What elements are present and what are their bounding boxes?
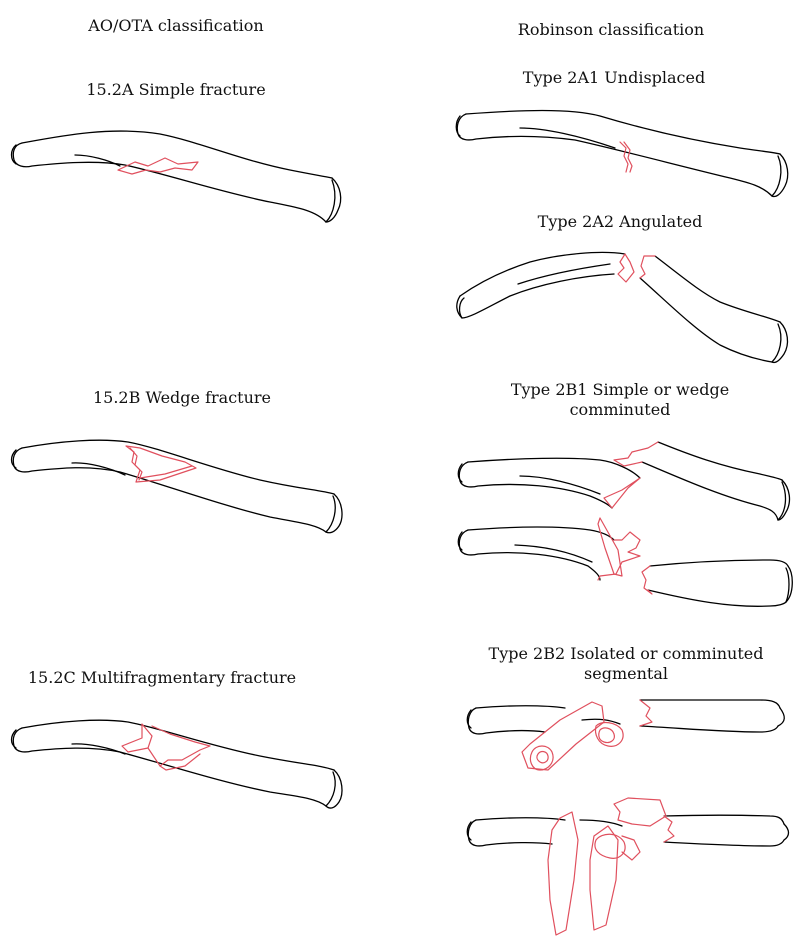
bone-15-2a [12, 131, 341, 222]
bone-type-2b1-lower [458, 518, 792, 606]
fracture-type-2b1-upper-b [614, 442, 658, 466]
bone-type-2b1-upper [458, 442, 789, 520]
wedge-fragment-type-2b1 [598, 518, 622, 576]
fracture-type-2b1-upper-a [604, 478, 640, 508]
bone-type-2b2-upper [467, 700, 784, 770]
floating-fragment-type-2b2 [614, 798, 666, 826]
long-fragment-type-2b2-b [590, 826, 618, 930]
fracture-fragment-type-2a2-b [640, 256, 655, 278]
bone-type-2b2-lower [467, 798, 788, 935]
fragment-15-2c-2 [148, 726, 210, 766]
fracture-fragment-type-2a2-a [618, 254, 634, 282]
fracture-type-2b2-upper-end [640, 700, 652, 726]
bone-15-2c [12, 720, 342, 808]
bone-15-2b [12, 440, 342, 533]
segment-fragment-type-2b2-a [522, 702, 604, 770]
bone-type-2a1 [456, 111, 787, 197]
bone-type-2a2 [457, 252, 788, 362]
fracture-type-2b2-lower-end [664, 816, 674, 842]
long-fragment-type-2b2-a [548, 812, 578, 935]
